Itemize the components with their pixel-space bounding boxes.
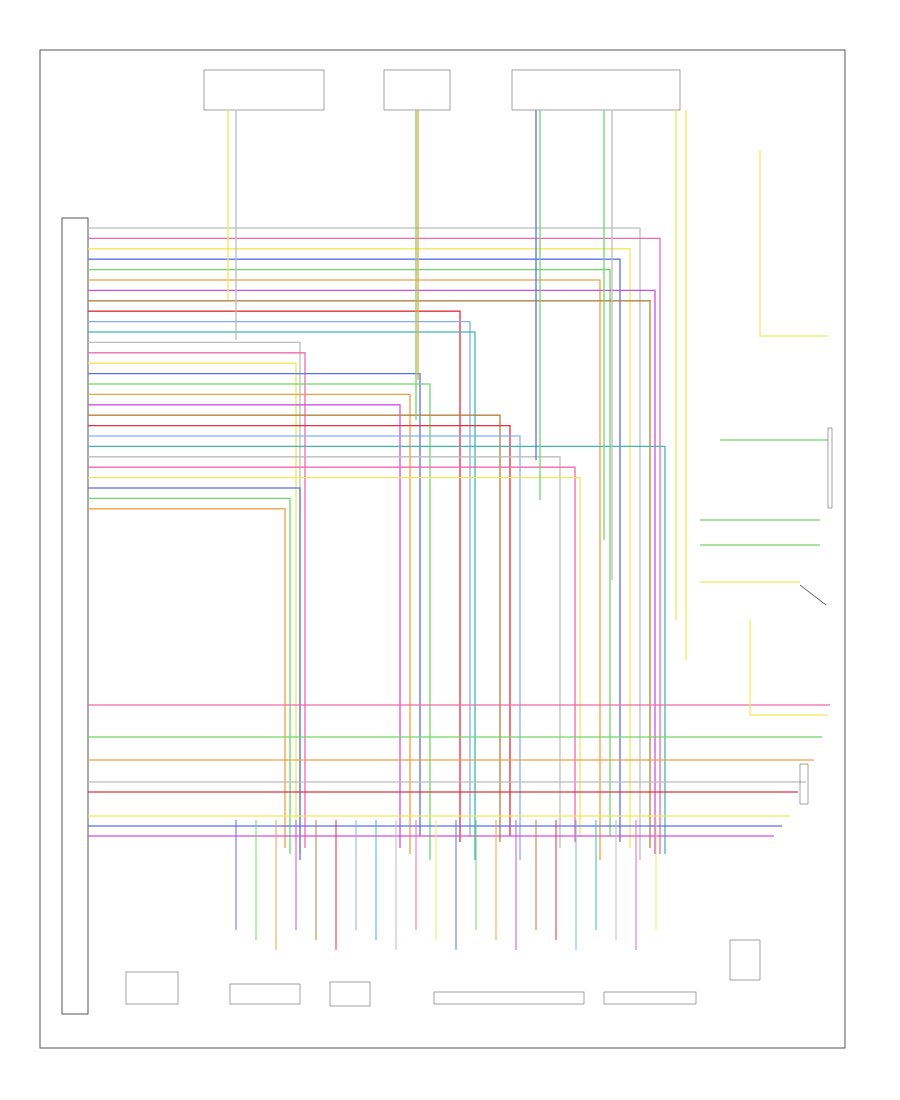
wire-pin-7 <box>88 289 656 854</box>
wire-pin-21 <box>88 435 521 860</box>
wire-pin-24 <box>88 466 576 842</box>
wire-pin-8 <box>88 300 651 848</box>
wire-pin-18 <box>88 404 401 848</box>
wire-right-6 <box>759 150 828 337</box>
diagram-frame <box>39 49 846 1049</box>
crank-sensor <box>799 763 809 805</box>
wire-pin-4 <box>88 258 621 842</box>
wire-right-5 <box>749 620 828 716</box>
wire-pin-28 <box>88 508 286 848</box>
wire-pin-23 <box>88 456 561 848</box>
stop-light-switch <box>799 584 827 606</box>
wire-pin-26 <box>88 487 301 860</box>
bottom-components <box>125 763 809 1007</box>
wire-pin-15 <box>88 372 421 836</box>
wire-harness <box>88 110 830 950</box>
oil-pressure-switch <box>433 991 585 1005</box>
wire-pin-2 <box>88 237 661 854</box>
wire-pin-20 <box>88 424 511 836</box>
fuse-panel <box>203 69 681 111</box>
wire-pin-1 <box>88 227 641 860</box>
wire-pin-9 <box>88 310 461 842</box>
wire-pin-6 <box>88 279 601 860</box>
throttle-sensor <box>329 981 371 1007</box>
ecm-connector <box>61 217 89 1015</box>
data-link-connector <box>229 983 301 1005</box>
wire-pin-5 <box>88 268 611 836</box>
rear-oxygen-sensor <box>729 939 761 981</box>
wire-pin-13 <box>88 352 306 848</box>
wire-pin-10 <box>88 320 471 836</box>
wire-pin-25 <box>88 476 581 836</box>
wire-pin-3 <box>88 248 631 848</box>
wire-pin-14 <box>88 362 297 842</box>
wire-pin-11 <box>88 331 476 860</box>
injectors <box>603 991 697 1005</box>
front-oxygen-sensor <box>125 971 179 1005</box>
wire-pin-17 <box>88 393 411 854</box>
wire-pin-16 <box>88 383 431 860</box>
wire-pin-19 <box>88 414 501 842</box>
wire-pin-27 <box>88 497 291 854</box>
neutral-switch <box>827 427 833 509</box>
wire-pin-22 <box>88 445 666 854</box>
wire-pin-12 <box>88 341 301 854</box>
right-switches <box>799 427 833 606</box>
